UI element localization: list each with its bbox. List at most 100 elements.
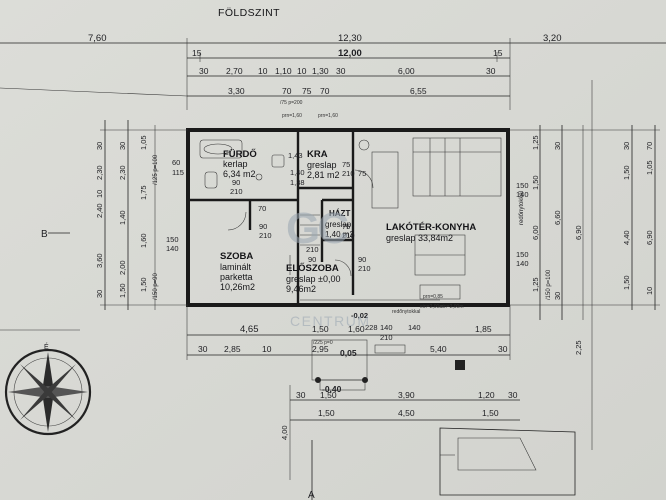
dim-left-2-3: 1,60	[139, 233, 148, 248]
room-floor-szoba-1: laminált	[220, 262, 252, 272]
right-short-1: 150	[516, 181, 529, 190]
dim-right-in-2: 1,50	[531, 175, 540, 190]
dim-bot4-2: 1,50	[320, 390, 337, 400]
kra-dim-2: 75	[342, 160, 350, 169]
drawing-title: FÖLDSZINT	[218, 7, 280, 19]
left-dimension-lines	[100, 120, 188, 310]
dim-bot1-2: 1,50	[312, 324, 329, 334]
szoba-dim-4: 210	[259, 231, 272, 240]
level-0-05: 0,05	[340, 348, 357, 358]
room-floor-hazt: greslap	[325, 220, 352, 229]
dim-top-2: 12,30	[338, 33, 362, 44]
room-area-furdo: 6,34 m2	[223, 169, 256, 179]
room-floor-eloszoba: greslap ±0,00	[286, 274, 340, 284]
dim-bot4-3: 3,90	[398, 390, 415, 400]
dim-bot1-4: 1,85	[475, 324, 492, 334]
lakoter-dim-3: 210	[358, 264, 371, 273]
room-name-eloszoba: ELŐSZOBA	[286, 262, 339, 274]
elo-dim-1: 90	[308, 255, 316, 264]
dim-top3-2: 2,70	[226, 66, 243, 76]
shutter-4: redőnytokkal	[392, 309, 420, 315]
dim-bot2-5: 5,40	[430, 344, 447, 354]
building-walls	[186, 128, 510, 307]
room-floor-kra: greslap	[307, 160, 337, 170]
dim-left-4: 2,40	[95, 203, 104, 218]
szoba-dim-6: 60	[172, 158, 180, 167]
north-label: É	[44, 342, 49, 351]
dim-bot4-5: 30	[508, 390, 518, 400]
left-dim-text: 30 2,30 10 2,40 3,60 30 30 2,30 1,40 2,0…	[95, 135, 159, 300]
spot-level-1: -0,02	[351, 311, 368, 320]
dim-bot1-3: 1,60	[348, 324, 365, 334]
dim-right-4-2: 1,50	[622, 165, 631, 180]
property-line-1	[0, 87, 188, 97]
dim-right-5-2: 1,05	[645, 160, 654, 175]
dim-bot1-1: 4,65	[240, 324, 259, 335]
dim-bot2-3: 10	[262, 344, 272, 354]
top-dimension-lines	[0, 38, 666, 110]
dim-right-5-1: 70	[645, 142, 654, 150]
spot-dim-3: 228	[365, 323, 378, 332]
room-area-hazt: 1,40 m2	[325, 230, 354, 239]
watermark-logo: GC	[286, 204, 348, 253]
dim-left-2-4: 1,50	[139, 277, 148, 292]
lakoter-dim-1: 75	[358, 169, 366, 178]
szoba-dim-3: 90	[259, 222, 267, 231]
right-short-2: 140	[516, 190, 529, 199]
dim-right-in-4: 1,25	[531, 277, 540, 292]
section-mark-b: B	[41, 229, 48, 240]
dim-top4-4: 70	[320, 86, 330, 96]
dim-left-6: 3,60	[95, 253, 104, 268]
right-dimension-lines	[510, 125, 660, 320]
dim-top3-8: 6,00	[398, 66, 415, 76]
dim-left-in-3: 1,40	[118, 210, 127, 225]
szoba-dim-5: 70	[258, 204, 266, 213]
kra-dim-3: 210	[342, 169, 355, 178]
right-short-3: 150	[516, 250, 529, 259]
room-name-kra: KRA	[307, 149, 328, 160]
sill-5: ein=2,00m	[440, 304, 464, 310]
dim-top3-3: 10	[258, 66, 268, 76]
sill-4: ein=2,00m	[420, 304, 444, 310]
dim-bot4-4: 1,20	[478, 390, 495, 400]
dim-bot2-4: 2,95	[312, 344, 329, 354]
dim-right-4-4: 1,50	[622, 275, 631, 290]
left-short-150: 150	[166, 235, 179, 244]
entrance-steps	[311, 339, 465, 391]
dim-bot5-3: 1,50	[482, 408, 499, 418]
room-name-lakoter: LAKÓTÉR-KONYHA	[386, 221, 476, 233]
dim-left-window: /150 p=90	[153, 272, 159, 300]
dim-left-2-1: 1,05	[139, 135, 148, 150]
dim-bot5-2: 4,50	[398, 408, 415, 418]
room-name-furdo: FÜRDŐ	[223, 148, 257, 160]
room-area-kra: 2,81 m2	[307, 170, 340, 180]
dim-top2-2: 12,00	[338, 48, 362, 59]
dim-top3-7: 30	[336, 66, 346, 76]
dim-right-2-3: 30	[553, 292, 562, 300]
dim-top4-1: 3,30	[228, 86, 245, 96]
dim-bot-note: /225 p=0	[313, 340, 333, 346]
dim-right-4-3: 4,40	[622, 230, 631, 245]
hazt-dim-1: 75	[342, 222, 350, 231]
dim-left-2-2: 1,75	[139, 185, 148, 200]
dim-bot2-6: 30	[498, 344, 508, 354]
dim-top3-9: 30	[486, 66, 496, 76]
north-compass	[4, 348, 92, 436]
dim-bot4-1: 30	[296, 390, 306, 400]
room-floor-lakoter: greslap 33,84m2	[386, 233, 453, 243]
hazt-dim-2: 210	[342, 231, 355, 240]
dim-right-in-3: 6,00	[531, 225, 540, 240]
dim-left-1: 30	[95, 142, 104, 150]
dim-right-2-2: 6,60	[553, 210, 562, 225]
lakoter-dim-2: 90	[358, 255, 366, 264]
spot-dim-4: 140	[408, 323, 421, 332]
kra-dim-1: 1,43	[288, 151, 303, 160]
dim-right-window: /150 p=100	[546, 269, 552, 300]
dim-top3-1: 30	[199, 66, 209, 76]
dim-right-2-1: 30	[553, 142, 562, 150]
dim-left-in-1: 30	[118, 142, 127, 150]
room-floor-szoba-2: parketta	[220, 272, 253, 282]
car-outline	[439, 427, 576, 496]
sill-2: prn=1,60	[318, 113, 338, 119]
